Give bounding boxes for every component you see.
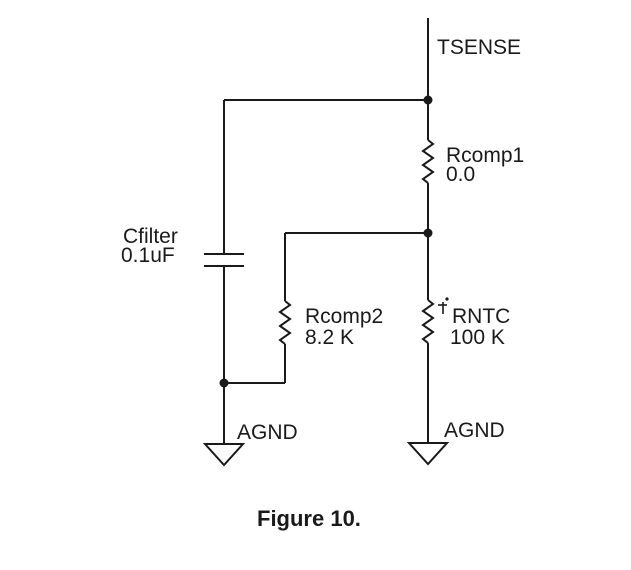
rcomp1-name: Rcomp1 [446,144,524,167]
rntc-name: RNTC [452,305,510,328]
ground-right-label: AGND [444,419,505,442]
junction-mid [423,228,433,238]
rcomp2-resistor [278,300,292,345]
tsense-label: TSENSE [437,36,521,59]
cfilter-value: 0.1uF [121,244,175,267]
ground-left-icon [202,443,246,467]
junction-bottom-left [219,378,229,388]
junction-top [423,95,433,105]
rntc-thermistor [421,299,435,344]
rcomp1-value: 0.0 [446,163,475,186]
figure-caption: Figure 10. [257,506,361,531]
rcomp2-name: Rcomp2 [305,305,383,328]
rcomp1-resistor [421,139,435,184]
thermistor-t-icon [438,297,449,314]
rntc-value: 100 K [450,326,505,349]
ground-right-icon [406,442,450,466]
cfilter-name: Cfilter [123,225,178,248]
rcomp2-value: 8.2 K [305,326,354,349]
ground-left-label: AGND [237,421,298,444]
